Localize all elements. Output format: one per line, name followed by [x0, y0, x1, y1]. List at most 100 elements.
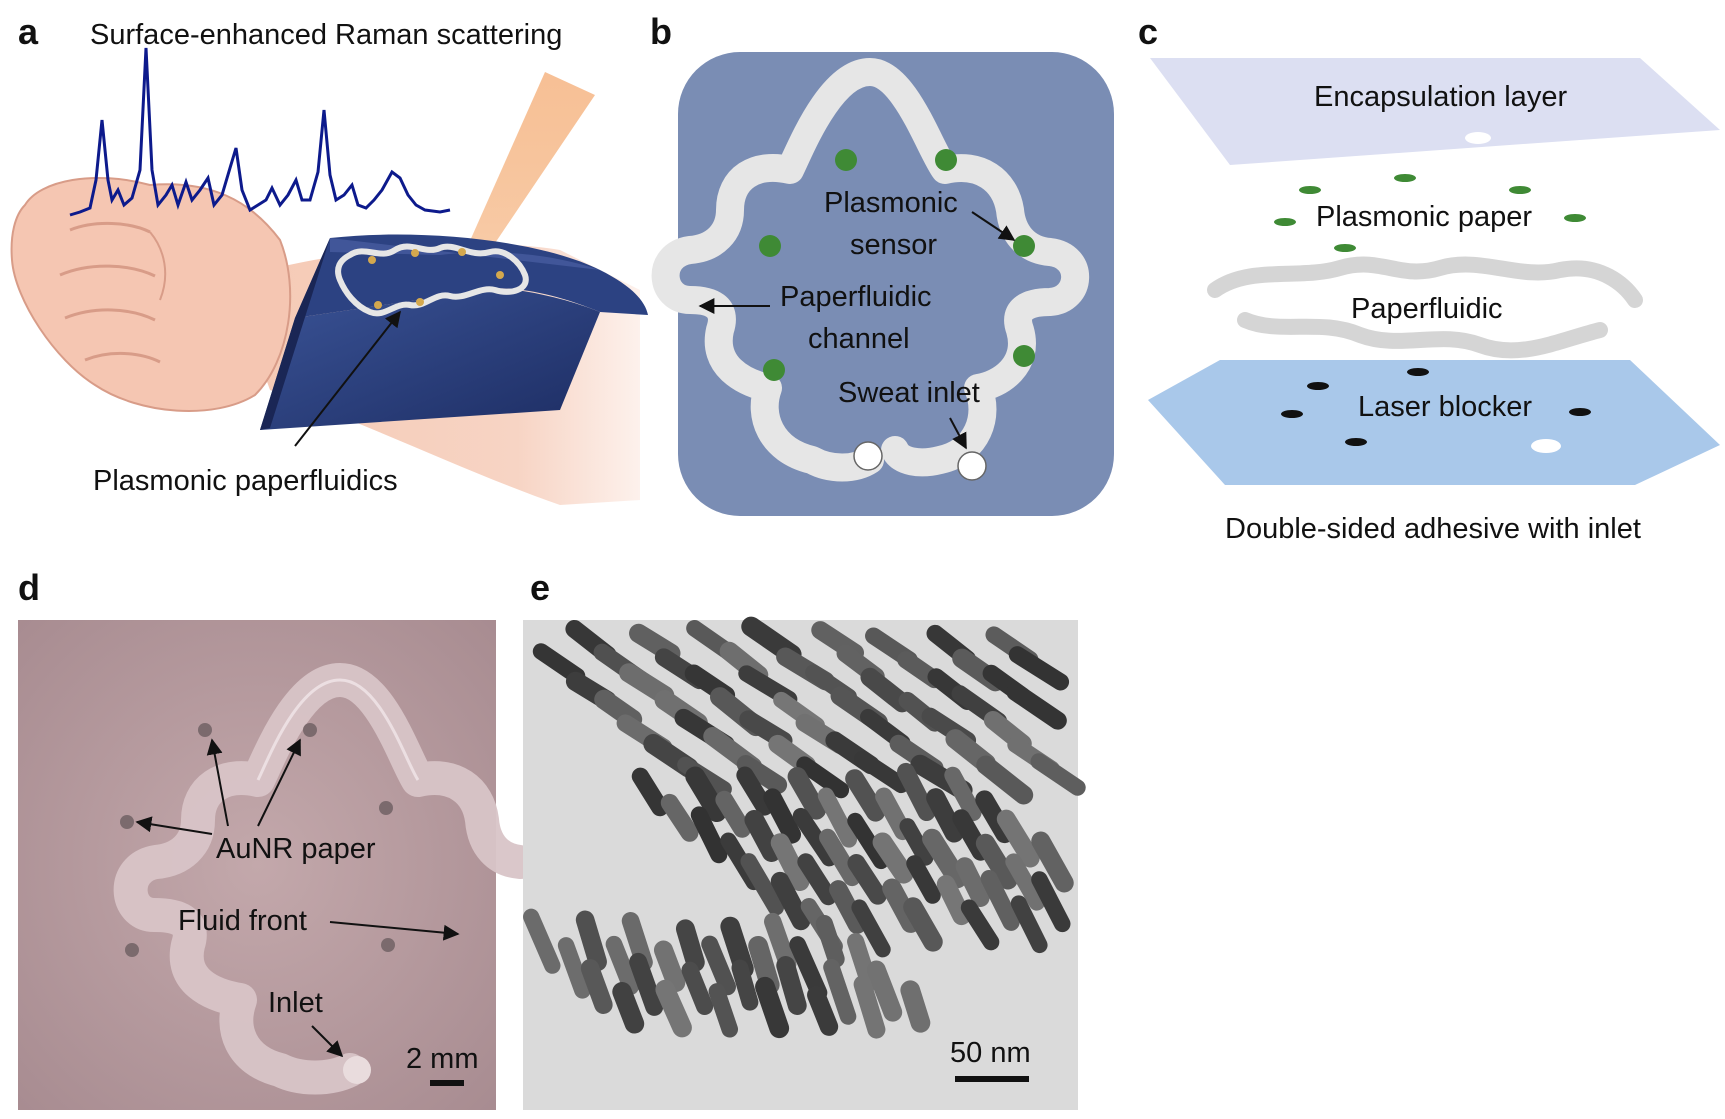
nanorod — [980, 869, 1020, 931]
nanorod — [770, 871, 811, 931]
nanorod — [523, 908, 561, 974]
nanorod — [796, 756, 850, 799]
nanorod — [829, 880, 867, 934]
nanorod — [807, 985, 839, 1036]
nanorod — [736, 755, 788, 794]
sensor-dot — [1013, 345, 1035, 367]
sweat-inlet-label: Sweat inlet — [838, 377, 980, 409]
scale-bar-d — [430, 1080, 464, 1086]
nanorod — [653, 940, 686, 993]
sensor-dot — [759, 235, 781, 257]
nanorod — [955, 857, 990, 907]
raman-spectrum — [69, 47, 451, 217]
panel-letter-b: b — [650, 11, 672, 52]
sensor-dot — [763, 359, 785, 381]
nanorod — [899, 818, 934, 866]
laser-blocker-label: Laser blocker — [1358, 391, 1532, 423]
inlet-label: Inlet — [268, 987, 323, 1019]
nanorod — [701, 935, 736, 996]
scale-label-e: 50 nm — [950, 1037, 1031, 1069]
inlet-circle — [957, 451, 987, 481]
nanorod — [823, 958, 857, 1025]
nanorod — [770, 833, 810, 892]
nanorod — [815, 914, 845, 968]
nanorod — [797, 853, 837, 906]
nanorod — [740, 853, 785, 916]
adhesive-label: Double-sided adhesive with inlet — [1225, 513, 1641, 545]
nanorod — [789, 936, 828, 1002]
encapsulation-layer — [1150, 58, 1720, 165]
nanorod — [1008, 646, 1070, 691]
encapsulation-layer-label: Encapsulation layer — [1314, 81, 1567, 113]
nanorod — [944, 766, 982, 822]
paperfluidic-layer — [1207, 256, 1643, 359]
nanorod — [580, 959, 613, 1014]
sensor-arrow — [971, 211, 1016, 241]
nanorods — [523, 616, 1086, 1039]
nanorod — [872, 832, 914, 884]
nanorod — [557, 937, 591, 999]
sensor-dot — [1013, 235, 1035, 257]
laser-blocker-dots — [1281, 368, 1591, 446]
paperfluidic-layer-label: Paperfluidic — [1351, 293, 1503, 325]
paperfluidic-channel-label-2: channel — [808, 323, 910, 355]
photo-channel — [113, 663, 537, 1095]
nanorod — [851, 899, 891, 958]
panel-letter-e: e — [530, 567, 550, 608]
nanorod — [675, 919, 705, 972]
nanorod — [681, 961, 714, 1016]
nanorod — [1005, 853, 1046, 911]
nanorod — [605, 935, 640, 995]
nanorod — [847, 854, 887, 905]
nanorod — [845, 769, 886, 822]
nanorod — [819, 828, 861, 887]
nanorod — [853, 750, 910, 794]
panel-letter-c: c — [1138, 11, 1158, 52]
nanorod — [631, 767, 669, 817]
nanorod — [926, 788, 964, 843]
panel-c: c Encapsulation layer Plasmonic paper Pa… — [1138, 11, 1720, 545]
plasmonic-paperfluidics-label: Plasmonic paperfluidics — [93, 465, 398, 497]
nanorod — [936, 875, 971, 926]
panel-a: a Surface-enhanced Raman scattering — [10, 11, 648, 506]
panel-d: d AuNR paper Fluid front Inlet 2 mm — [18, 567, 537, 1110]
nanorod — [1030, 753, 1086, 796]
nanorod — [1031, 871, 1071, 933]
nanorod — [1006, 682, 1067, 730]
patch-arrow — [294, 310, 401, 447]
adhesive-layer — [1148, 360, 1720, 485]
scale-label-d: 2 mm — [406, 1043, 479, 1075]
sensor-dot — [835, 149, 857, 171]
nanorod — [1010, 895, 1048, 954]
scale-bar-e — [955, 1076, 1029, 1082]
aunr-dots — [120, 723, 395, 957]
nanorod — [897, 762, 936, 822]
nanorod — [900, 980, 931, 1033]
nanorod — [792, 807, 838, 867]
nanorod — [744, 809, 782, 862]
device-photo — [18, 620, 496, 1110]
panel-b: b Plasmonic sensor Paperfluidic channel … — [650, 11, 1114, 516]
nanorod — [629, 952, 664, 1016]
nanorod — [922, 828, 968, 889]
panel-e: e 50 nm — [523, 567, 1086, 1110]
nanorod — [976, 755, 1034, 805]
nanorod — [655, 979, 692, 1038]
nanorod — [690, 806, 728, 864]
paperfluidic-channel-label-1: Paperfluidic — [780, 281, 932, 313]
nanorod — [715, 790, 752, 838]
nanorod — [817, 787, 858, 848]
nanorod — [853, 975, 886, 1039]
nanorod — [787, 767, 826, 820]
inlet-circle — [853, 441, 883, 471]
plasmonic-sensor-label-2: sensor — [850, 229, 937, 261]
laser-beam-icon — [465, 72, 595, 258]
sensor-dot — [935, 149, 957, 171]
nanorod — [685, 766, 727, 822]
plasmonic-sensor-label-1: Plasmonic — [824, 187, 958, 219]
panel-letter-d: d — [18, 567, 40, 608]
fluid-front-label: Fluid front — [178, 905, 307, 937]
nanorod — [903, 897, 943, 952]
nanorod — [776, 956, 807, 1015]
panel-a-title: Surface-enhanced Raman scattering — [90, 19, 562, 51]
